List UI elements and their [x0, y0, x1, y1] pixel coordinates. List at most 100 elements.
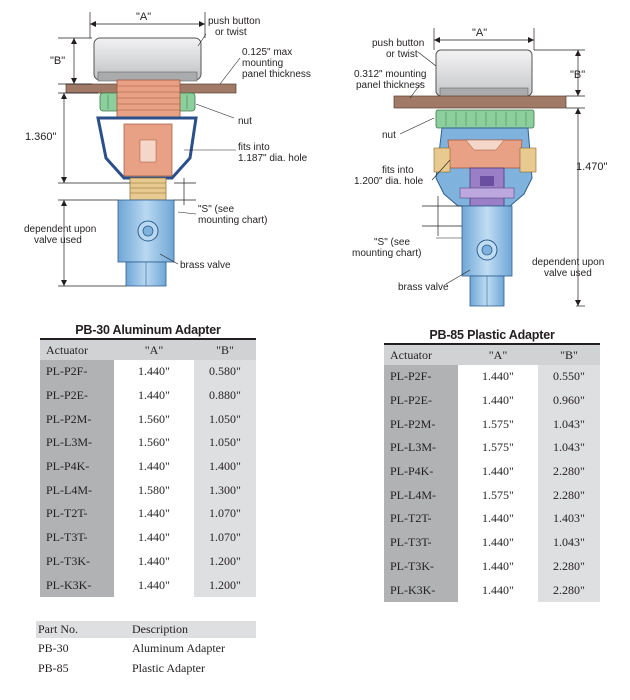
dimension-arrows [61, 21, 205, 286]
push-button-cap [93, 37, 202, 82]
table-row: PL-K3K-1.440"2.280" [384, 578, 600, 602]
table-row: PL-P2F-1.440"0.550" [384, 365, 600, 389]
actuator-cell: PL-T2T- [384, 507, 458, 531]
part-description: Aluminum Adapter [132, 640, 225, 655]
dimension-lines [422, 28, 585, 307]
b-cell: 1.050" [194, 407, 256, 432]
pb85-table-title: PB-85 Plastic Adapter [384, 328, 600, 345]
brass-valve-label: brass valve [398, 282, 449, 293]
pb85-spec-table: Actuator "A" "B" PL-P2F-1.440"0.550" PL-… [384, 345, 600, 602]
b-cell: 1.403" [538, 507, 600, 531]
dim-b-label: "B" [570, 69, 585, 81]
actuator-cell: PL-T2T- [40, 502, 114, 526]
table-row: PL-T2T-1.440"1.070" [40, 502, 256, 526]
nut-label: nut [238, 116, 252, 127]
panel-label-2: panel thickness [356, 80, 425, 91]
actuator-cell: PL-L3M- [384, 436, 458, 460]
a-cell: 1.575" [482, 416, 514, 431]
s-note-label-2: mounting chart) [198, 215, 267, 226]
a-cell: 1.440" [138, 364, 170, 379]
table-row: PL-L4M-1.575"2.280" [384, 483, 600, 508]
nut-label: nut [382, 130, 396, 141]
dim-b-label: "B" [50, 55, 65, 67]
hole-label-2: 1.187" dia. hole [238, 153, 308, 164]
table-row: PL-T2T- 1.440" 1.403" [384, 507, 600, 531]
hole-label-1: fits into [238, 142, 270, 153]
actuator-cell: PL-T3K- [384, 554, 458, 579]
push-button-label-2: or twist [215, 27, 247, 38]
table-header-row: Actuator "A" "B" [40, 340, 256, 360]
a-cell: 1.440" [482, 511, 514, 526]
dimension-lines [58, 12, 206, 287]
a-cell: 1.440" [138, 577, 170, 592]
actuator-cell: PL-L4M- [40, 478, 114, 503]
part-no: PB-85 [38, 660, 69, 675]
a-cell: 1.440" [482, 464, 514, 479]
actuator-cell: PL-K3K- [40, 573, 114, 597]
brass-valve-body [117, 199, 175, 287]
s-note-label-1: "S" (see [374, 237, 410, 248]
dim-a-label: "A" [136, 11, 151, 23]
a-cell: 1.440" [138, 506, 170, 521]
col-header-b: "B" [538, 345, 600, 365]
b-cell: 2.280" [538, 483, 600, 508]
b-cell: 0.550" [538, 365, 600, 389]
pb85-table: PB-85 Plastic Adapter Actuator "A" "B" P… [384, 328, 600, 602]
b-cell: 1.200" [194, 573, 256, 597]
table-row: PL-P4K-1.440"2.280" [384, 459, 600, 484]
push-button-label-1: push button [208, 16, 260, 27]
pb30-table-title: PB-30 Aluminum Adapter [40, 323, 256, 340]
col-header-actuator: Actuator [40, 340, 114, 360]
table-row: PL-P2M-1.560"1.050" [40, 407, 256, 432]
dim-height-label: 1.360" [25, 131, 57, 143]
actuator-cell: PL-P2M- [384, 412, 458, 437]
panel-label-1: 0.312" mounting [354, 69, 427, 80]
dim-a-label: "A" [472, 27, 487, 39]
a-cell: 1.575" [482, 440, 514, 455]
description-header: Description [132, 622, 188, 636]
adapter-bracket [96, 116, 198, 180]
push-button-label-1: push button [372, 38, 424, 49]
hole-label-2: 1.200" dia. hole [354, 176, 424, 187]
dimension-arrows [434, 37, 581, 306]
list-item: PB-30 Aluminum Adapter [36, 638, 256, 658]
table-row: PL-T3T-1.440"1.070" [40, 525, 256, 550]
list-item: PB-85 Plastic Adapter [36, 658, 256, 678]
col-header-a: "A" [458, 345, 538, 365]
parts-header: Part No. Description [36, 621, 256, 638]
a-cell: 1.560" [138, 411, 170, 426]
b-cell: 1.043" [538, 436, 600, 460]
actuator-cell: PL-P2E- [40, 383, 114, 408]
a-cell: 1.575" [482, 487, 514, 502]
a-cell: 1.560" [138, 435, 170, 450]
actuator-cell: PL-L3M- [40, 431, 114, 455]
table-row: PL-L3M- 1.575" 1.043" [384, 436, 600, 460]
b-cell: 1.050" [194, 431, 256, 455]
b-cell: 1.070" [194, 525, 256, 550]
table-row: PL-L4M-1.580"1.300" [40, 478, 256, 503]
col-header-a: "A" [114, 340, 194, 360]
pb30-table: PB-30 Aluminum Adapter Actuator "A" "B" … [40, 323, 256, 597]
brass-valve-label: brass valve [180, 260, 231, 271]
dependent-label-1: dependent upon [24, 224, 96, 235]
b-cell: 1.200" [194, 549, 256, 574]
b-cell: 1.043" [538, 412, 600, 437]
table-row: PL-P2E-1.440"0.880" [40, 383, 256, 408]
b-cell: 2.280" [538, 554, 600, 579]
part-description: Plastic Adapter [132, 660, 205, 675]
b-cell: 0.580" [194, 360, 256, 384]
table-row: PL-P2E-1.440"0.960" [384, 388, 600, 413]
stem-spring [129, 177, 167, 201]
pb85-assembly-diagram: "A" "B" 1.470" push button or twist 0.31… [352, 27, 608, 307]
b-cell: 2.280" [538, 578, 600, 602]
panel-label-2: mounting [242, 58, 283, 69]
col-header-b: "B" [194, 340, 256, 360]
part-no: PB-30 [38, 640, 69, 655]
b-cell: 0.960" [538, 388, 600, 413]
plastic-adapter-body [433, 127, 537, 207]
col-header-actuator: Actuator [384, 345, 458, 365]
part-no-header: Part No. [38, 622, 78, 636]
table-row: PL-L3M- 1.560" 1.050" [40, 431, 256, 455]
dim-height-label: 1.470" [576, 161, 608, 173]
s-note-label-2: mounting chart) [352, 248, 421, 259]
